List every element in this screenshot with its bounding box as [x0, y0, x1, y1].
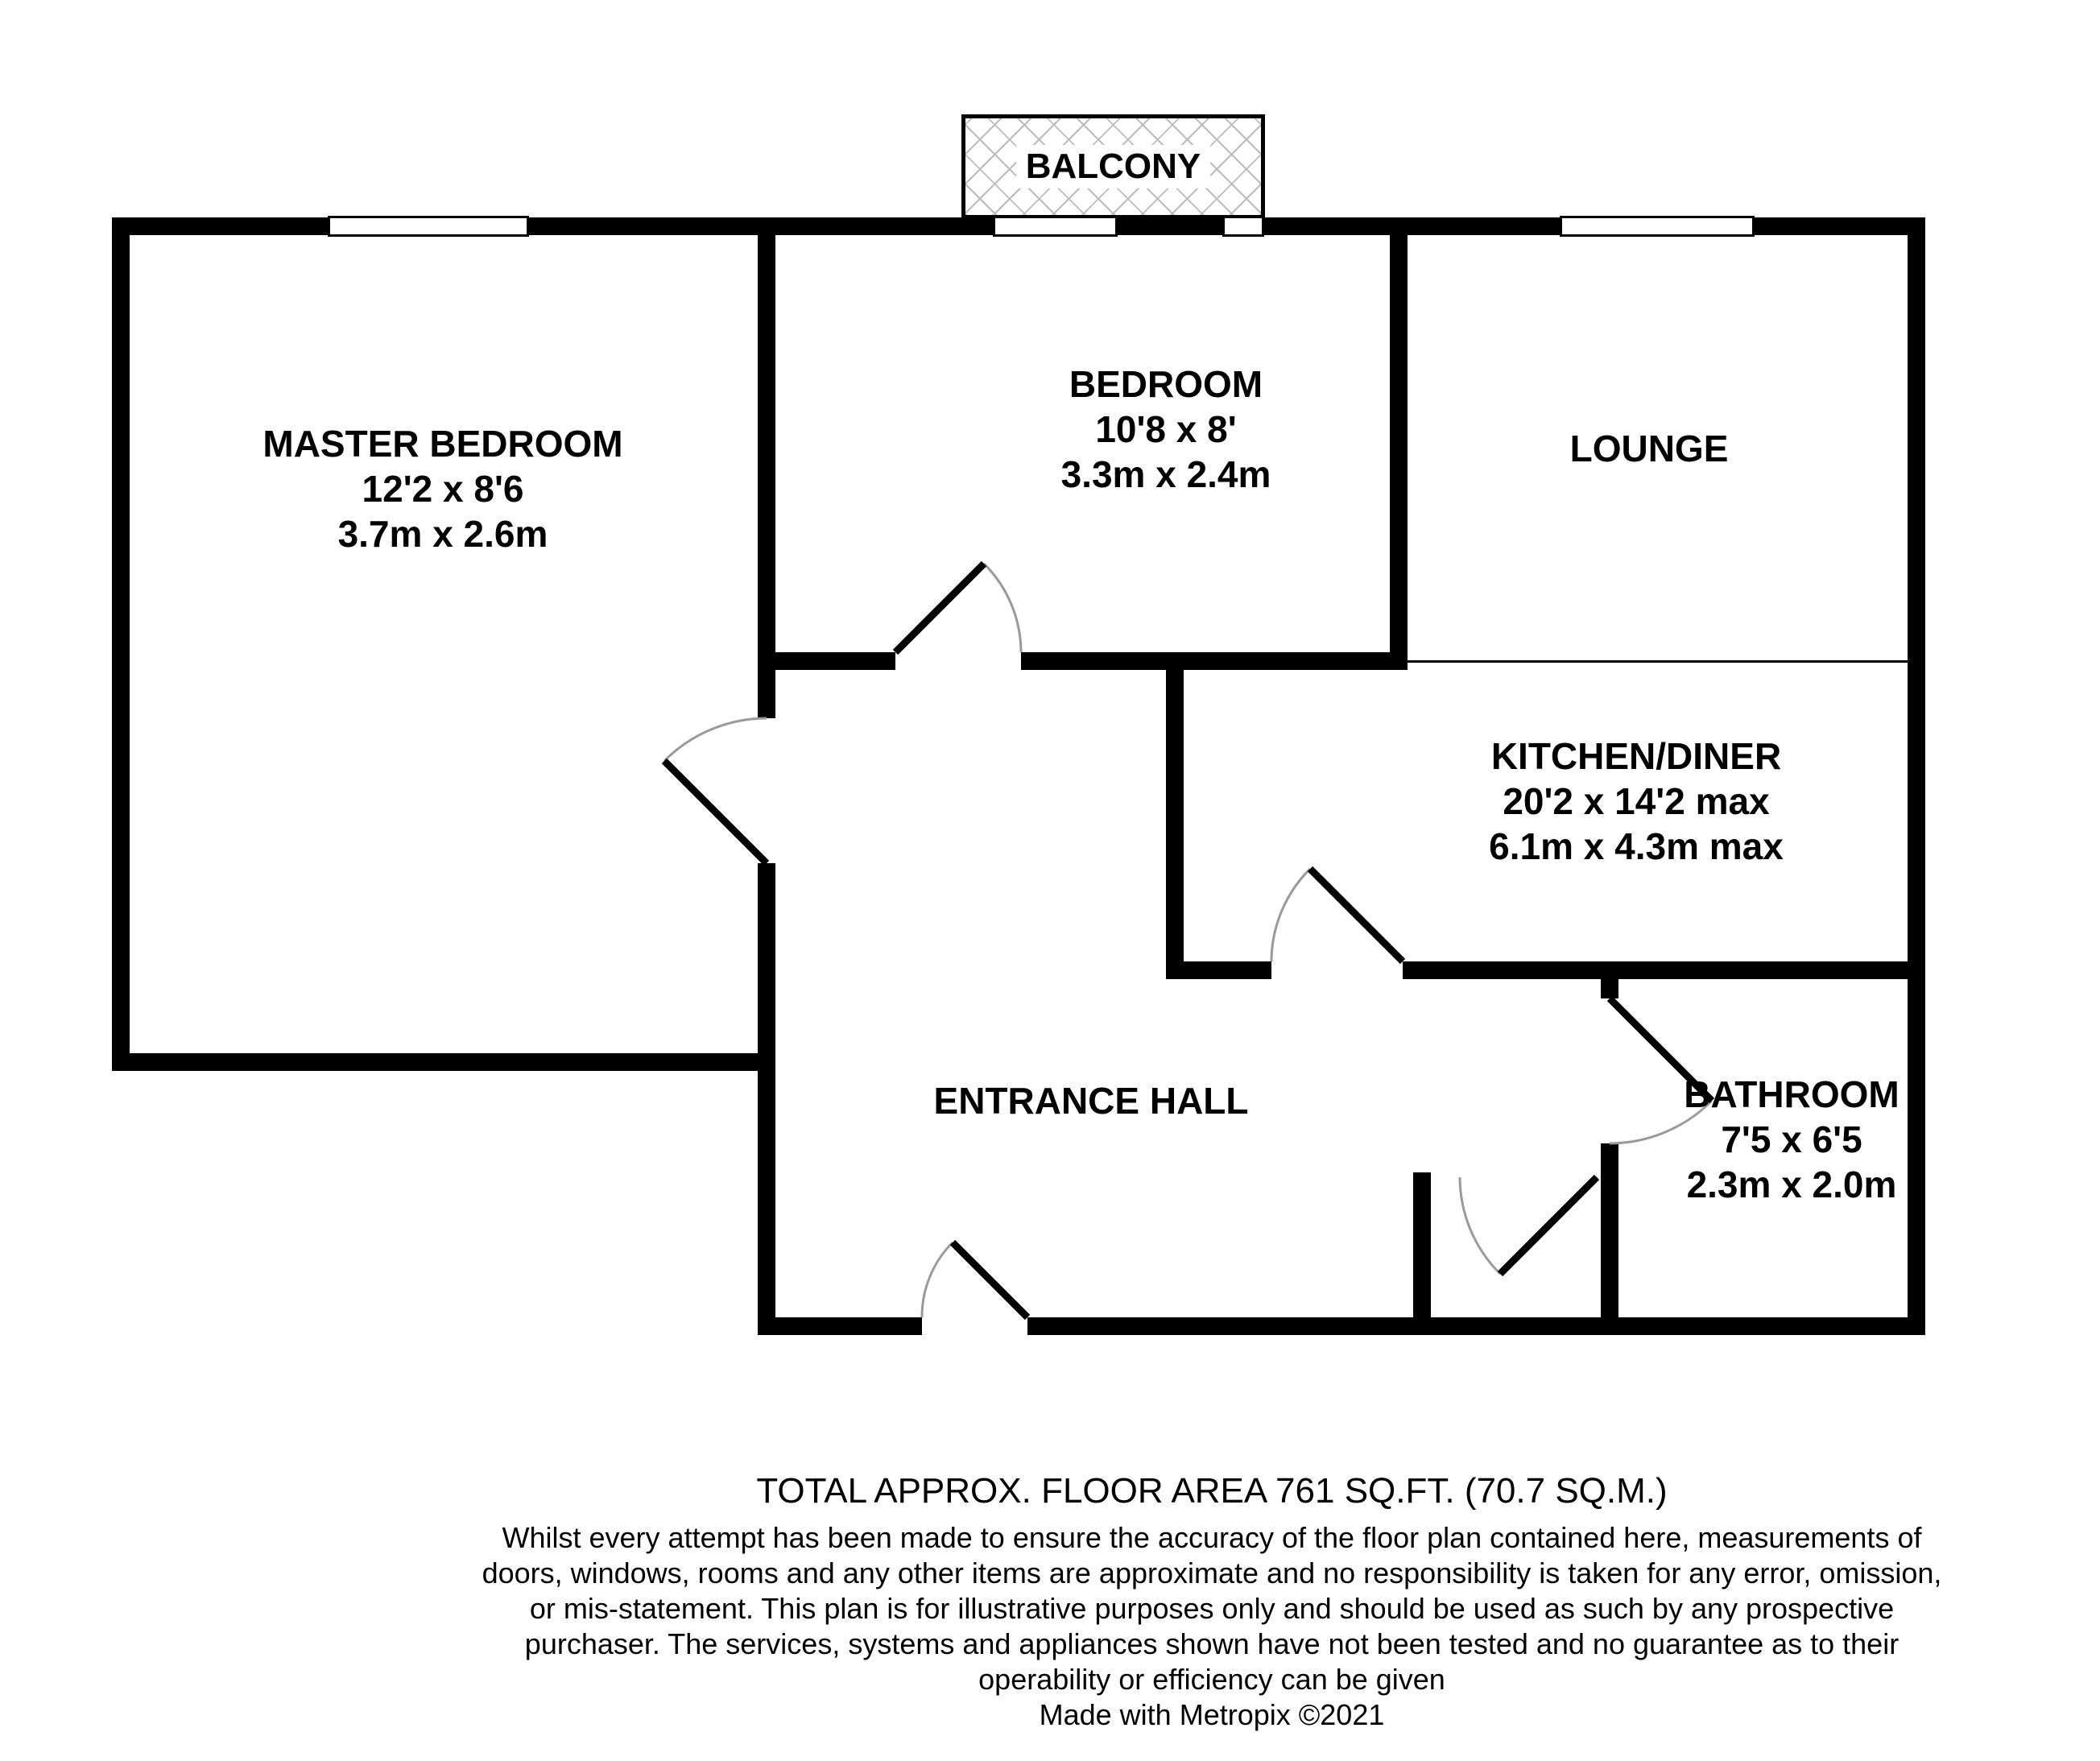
- wall-master-right-lower: [758, 863, 775, 1335]
- room-name: LOUNGE: [1569, 428, 1729, 469]
- door-arc-front-entrance: [920, 1241, 954, 1318]
- room-dims-imperial: 12'2 x 8'6: [362, 468, 524, 510]
- room-label-bedroom: BEDROOM 10'8 x 8' 3.3m x 2.4m: [1061, 362, 1271, 497]
- room-name: ENTRANCE HALL: [933, 1080, 1249, 1122]
- door-leaf-front-entrance: [949, 1239, 1031, 1321]
- wall-kitchen-bottom-left: [1166, 961, 1271, 979]
- room-label-kitchen-diner: KITCHEN/DINER 20'2 x 14'2 max 6.1m x 4.3…: [1489, 734, 1784, 869]
- door-leaf-kitchen: [1307, 866, 1406, 965]
- window-master-bedroom: [328, 216, 529, 237]
- room-dims-metric: 2.3m x 2.0m: [1686, 1164, 1897, 1205]
- metropix-credit-text: Made with Metropix ©2021: [1039, 1698, 1385, 1731]
- room-dims-imperial: 20'2 x 14'2 max: [1503, 780, 1770, 822]
- wall-bedroom-lounge: [1390, 217, 1408, 670]
- wall-bedroom-bottom-right: [1021, 652, 1408, 670]
- wall-master-bottom: [112, 1053, 775, 1071]
- room-dims-metric: 3.3m x 2.4m: [1060, 453, 1271, 495]
- door-leaf-bedroom: [892, 560, 987, 655]
- room-name: KITCHEN/DINER: [1490, 735, 1782, 777]
- lounge-kitchen-divider-line: [1408, 660, 1908, 663]
- room-dims-metric: 3.7m x 2.6m: [337, 513, 548, 555]
- wall-cupboard-stub: [1413, 1172, 1431, 1317]
- total-floor-area-text: TOTAL APPROX. FLOOR AREA 761 SQ.FT. (70.…: [756, 1471, 1668, 1511]
- wall-bathroom-left-upper: [1601, 979, 1618, 998]
- door-arc-master-bedroom: [663, 717, 767, 763]
- door-leaf-cupboard: [1497, 1174, 1600, 1277]
- door-arc-kitchen: [1270, 867, 1312, 962]
- balcony-area: BALCONY: [961, 114, 1265, 219]
- room-label-lounge: LOUNGE: [1570, 426, 1729, 471]
- wall-master-right-upper: [758, 217, 775, 718]
- room-dims-metric: 6.1m x 4.3m max: [1489, 825, 1784, 867]
- room-label-entrance-hall: ENTRANCE HALL: [934, 1078, 1249, 1123]
- wall-bedroom-bottom-left: [758, 652, 895, 670]
- room-label-bathroom: BATHROOM 7'5 x 6'5 2.3m x 2.0m: [1684, 1072, 1899, 1207]
- wall-outer-bottom-right: [1027, 1317, 1925, 1335]
- room-name: MASTER BEDROOM: [262, 423, 623, 465]
- door-arc-bedroom: [982, 562, 1023, 653]
- disclaimer-text: Whilst every attempt has been made to en…: [482, 1521, 1942, 1696]
- room-name: BATHROOM: [1684, 1073, 1900, 1115]
- wall-outer-bottom-left: [758, 1317, 922, 1335]
- room-dims-imperial: 10'8 x 8': [1095, 408, 1237, 450]
- door-leaf-master-bedroom: [661, 758, 770, 866]
- door-arc-cupboard: [1458, 1176, 1502, 1275]
- wall-kitchen-bottom-bathroom-top: [1403, 961, 1925, 979]
- footer: TOTAL APPROX. FLOOR AREA 761 SQ.FT. (70.…: [467, 1470, 1957, 1733]
- room-name: BEDROOM: [1069, 363, 1263, 405]
- room-dims-imperial: 7'5 x 6'5: [1721, 1118, 1862, 1160]
- wall-bathroom-left-lower: [1601, 1143, 1618, 1317]
- wall-outer-right: [1908, 217, 1925, 1335]
- wall-outer-left: [112, 217, 130, 1071]
- wall-kitchen-left: [1166, 652, 1184, 979]
- room-label-master-bedroom: MASTER BEDROOM 12'2 x 8'6 3.7m x 2.6m: [262, 421, 622, 556]
- balcony-label: BALCONY: [1015, 145, 1211, 188]
- window-lounge: [1560, 216, 1755, 237]
- window-balcony-door: [993, 216, 1118, 237]
- window-balcony-side: [1222, 216, 1264, 237]
